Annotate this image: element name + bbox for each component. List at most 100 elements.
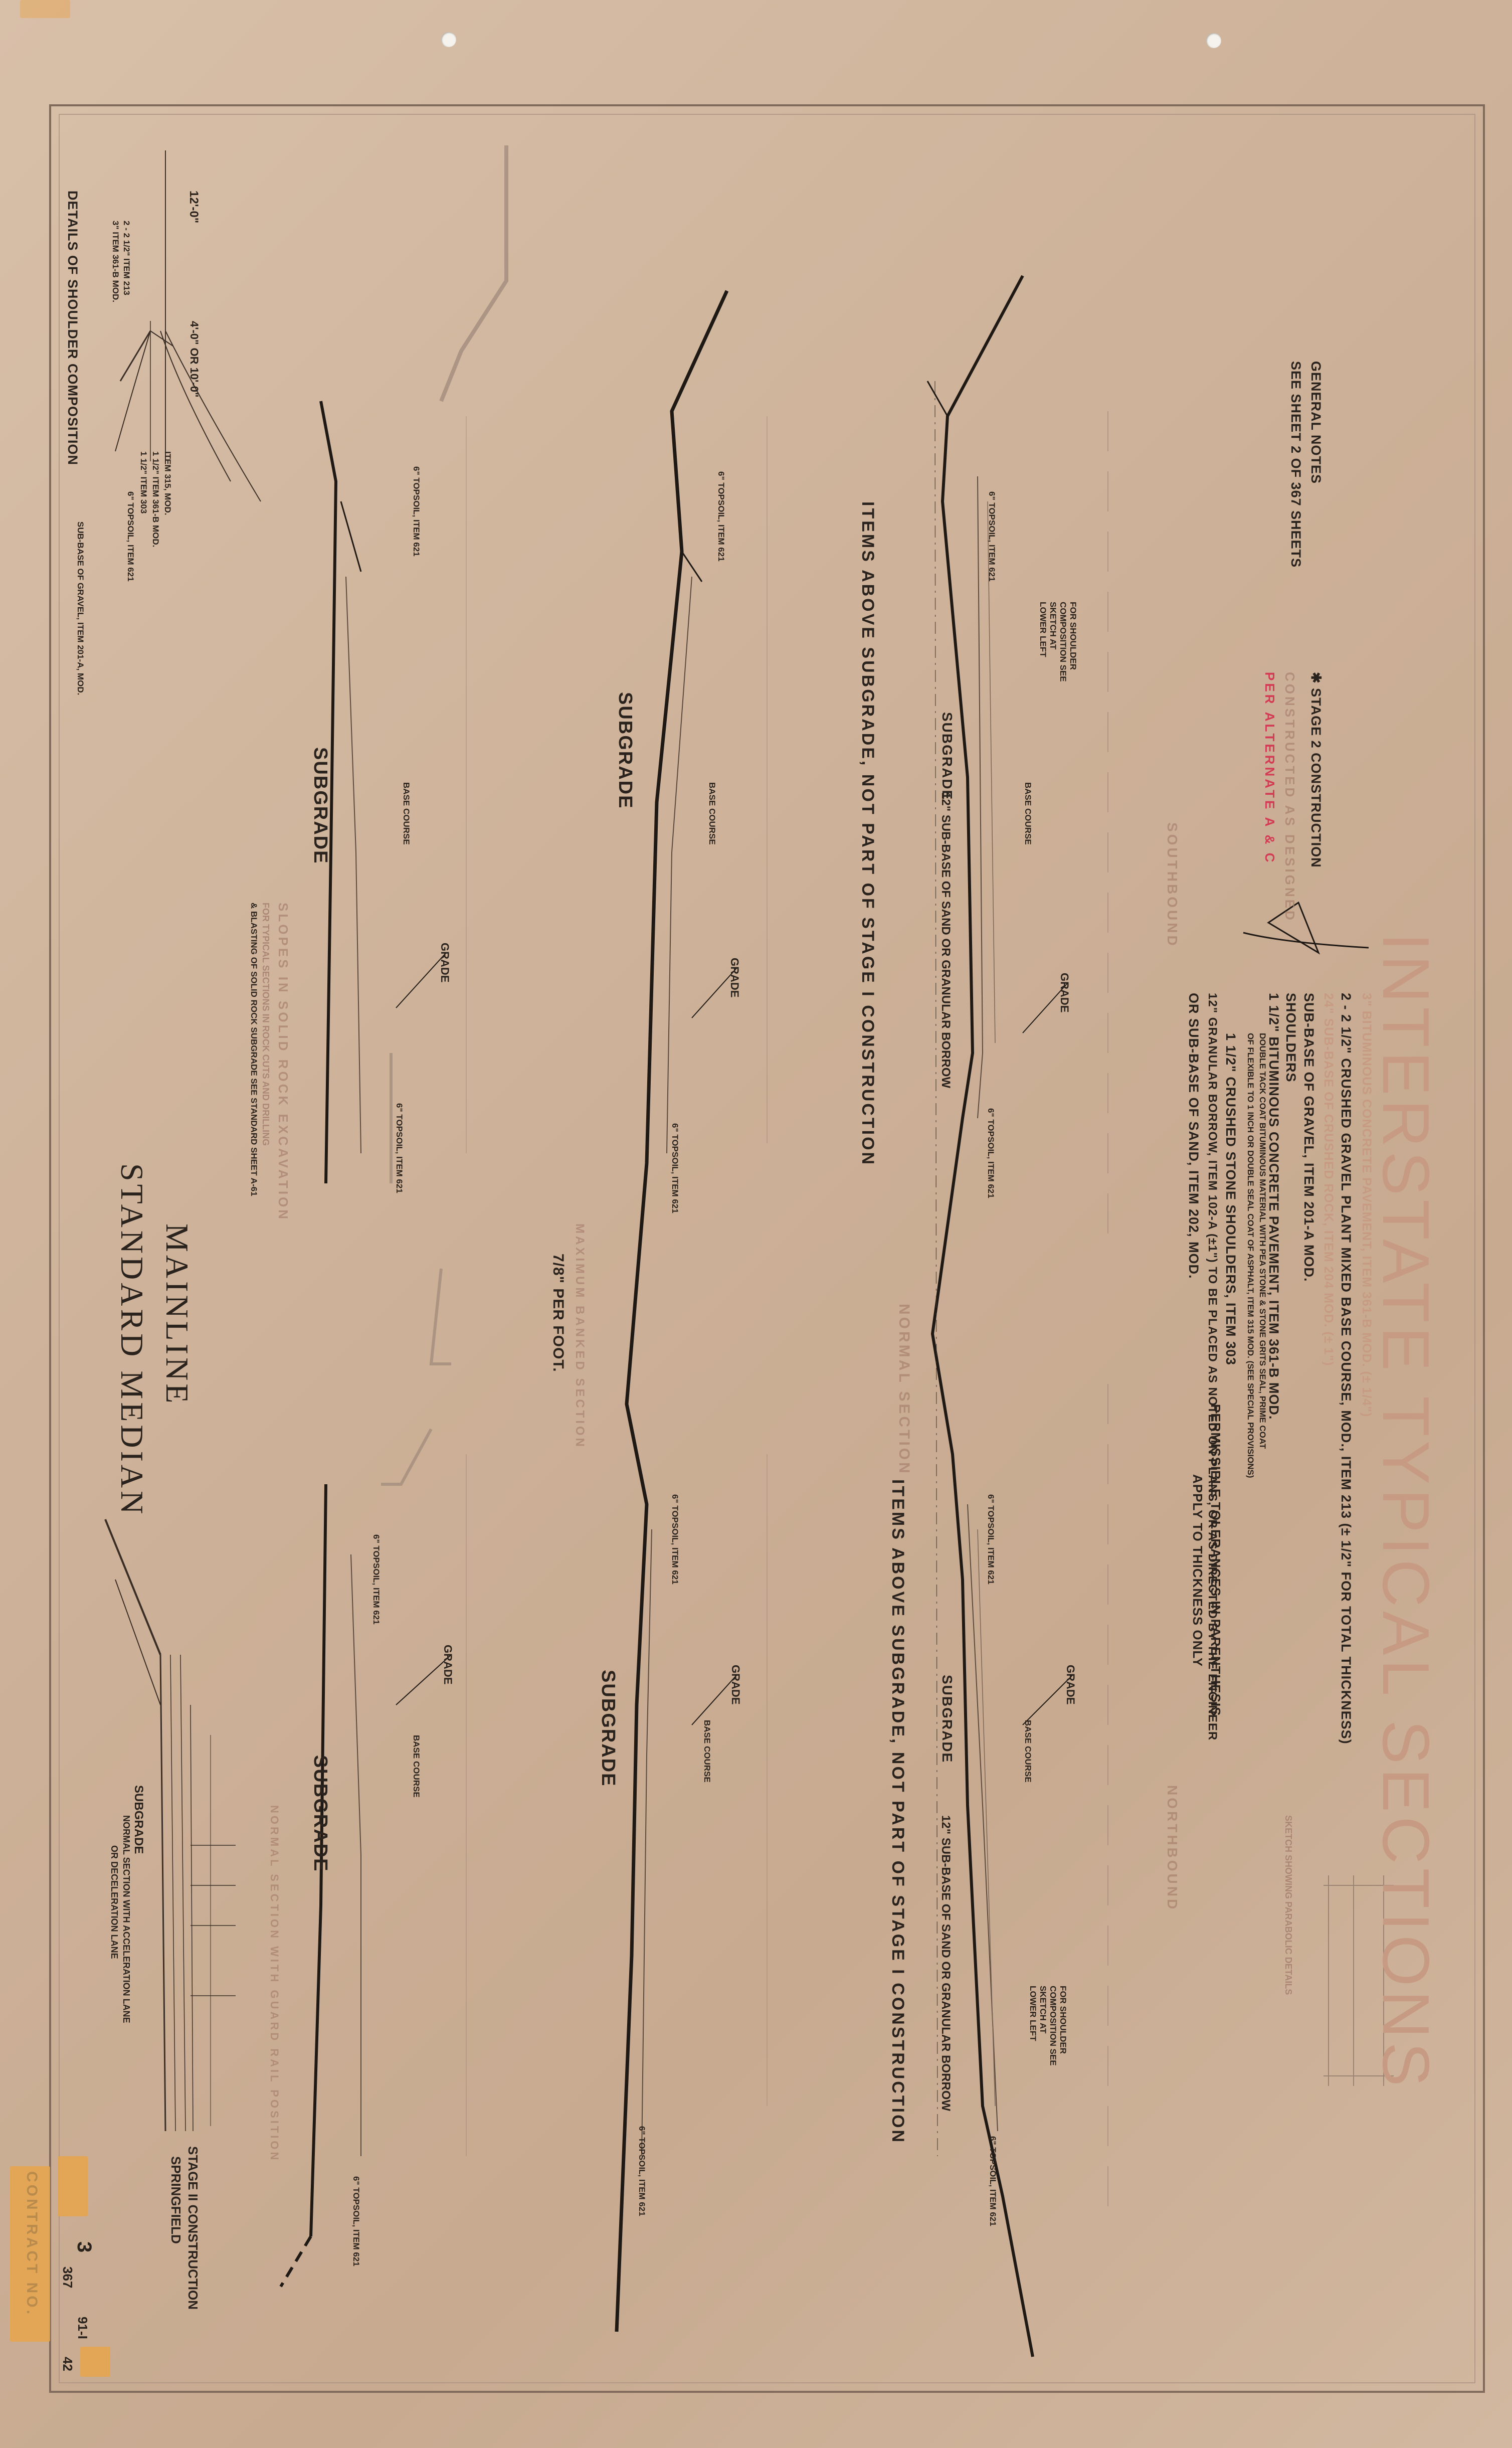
shoulder-detail-sketch bbox=[115, 150, 261, 502]
base-course-label-2: BASE COURSE bbox=[707, 782, 717, 845]
route-number: 91-I bbox=[75, 2317, 90, 2339]
shoulder-item-6: 6" TOPSOIL, ITEM 621 bbox=[126, 491, 135, 582]
tape-mark-top bbox=[20, 0, 70, 18]
base-course-label-4: BASE COURSE bbox=[1023, 1720, 1033, 1783]
grade-label-2: GRADE bbox=[728, 958, 741, 998]
shoulder-dim-1: 12'-0" bbox=[187, 191, 201, 224]
topsoil-label-8: 6" TOPSOIL, ITEM 621 bbox=[637, 2126, 647, 2216]
contract-tape bbox=[10, 2166, 50, 2342]
profile-layer-3a bbox=[345, 576, 361, 1154]
tolerances-note: PERMISSIBLE TOLERANCES IN PARENTHESIS bbox=[1208, 1404, 1223, 1716]
sheet-total: 367 bbox=[60, 2266, 75, 2289]
per-foot-label: 7/8" PER FOOT. bbox=[550, 1254, 566, 1372]
profile-line-1 bbox=[930, 275, 1034, 2357]
alternate-note: PER ALTERNATE A & C bbox=[1262, 672, 1277, 865]
topsoil-label-6: 6" TOPSOIL, ITEM 621 bbox=[670, 1123, 680, 1213]
profile-line-2 bbox=[615, 290, 729, 2332]
grade-leader-4 bbox=[1022, 1674, 1073, 1725]
shoulder-item-1: 2 - 2 1/2" ITEM 213 bbox=[122, 221, 131, 295]
pavement-line-5: SHOULDERS bbox=[1283, 993, 1298, 1083]
profile-layer-2b bbox=[641, 1529, 652, 2157]
subgrade-label-5: SUBGRADE bbox=[598, 1670, 619, 1787]
rock-note-1: FOR TYPICAL SECTIONS IN ROCK CUTS AND DR… bbox=[261, 903, 271, 1146]
items-above-subgrade-south: ITEMS ABOVE SUBGRADE, NOT PART OF STAGE … bbox=[858, 501, 877, 1167]
rock-note-2: & BLASTING OF SOLID ROCK SUBGRADE SEE ST… bbox=[249, 903, 259, 1196]
parabolic-detail-sketch bbox=[1324, 1875, 1394, 2086]
profile-layer-1b bbox=[987, 501, 996, 1043]
topsoil-label-11: 6" TOPSOIL, ITEM 621 bbox=[371, 1534, 381, 1625]
profile-tick-2 bbox=[681, 551, 703, 582]
grade-leader-5 bbox=[691, 1674, 737, 1725]
stage-arrow bbox=[1267, 901, 1320, 955]
pavement-line-4: SUB-BASE OF GRAVEL, ITEM 201-A MOD. bbox=[1301, 993, 1316, 1282]
accel-lane-title-1: NORMAL SECTION WITH ACCELERATION LANE bbox=[121, 1815, 131, 2023]
constructed-note: CONSTRUCTED AS DESIGNED bbox=[1282, 672, 1297, 923]
cross-section-group bbox=[279, 145, 1369, 2357]
topsoil-label-3: 6" TOPSOIL, ITEM 621 bbox=[986, 1494, 996, 1585]
profile-tick-1 bbox=[926, 381, 949, 417]
topsoil-label-10: 6" TOPSOIL, ITEM 621 bbox=[395, 1103, 404, 1193]
accel-lane-title-2: OR DECELERATION LANE bbox=[109, 1845, 119, 1959]
general-notes-heading: GENERAL NOTES bbox=[1308, 361, 1324, 484]
stage-block-label: STAGE II CONSTRUCTION bbox=[185, 2146, 201, 2310]
punch-hole-top-right bbox=[1206, 33, 1221, 48]
grade-label-3: GRADE bbox=[439, 943, 451, 983]
punch-hole-top-left bbox=[441, 32, 456, 47]
profile-layer-2a bbox=[666, 576, 692, 1154]
contract-no-label: CONTRACT NO. bbox=[24, 2171, 40, 2317]
apply-note: APPLY TO THICKNESS ONLY bbox=[1190, 1474, 1205, 1667]
stage2-note: ✱ STAGE 2 CONSTRUCTION bbox=[1308, 672, 1324, 868]
profile-tick-3 bbox=[340, 501, 362, 572]
subgrade-label-2: SUBGRADE bbox=[615, 692, 636, 809]
profile-layer-1d bbox=[977, 1529, 996, 2107]
pavement-line-2: 2 - 2 1/2" CRUSHED GRAVEL PLANT MIXED BA… bbox=[1339, 993, 1354, 1744]
sheet-number: 3 bbox=[73, 2241, 95, 2253]
items-above-subgrade-north: ITEMS ABOVE SUBGRADE, NOT PART OF STAGE … bbox=[888, 1479, 907, 2145]
subgrade-label-4: SUBGRADE bbox=[939, 1675, 955, 1764]
springfield-label: SPRINGFIELD bbox=[168, 2156, 183, 2244]
guard-rail-label: NORMAL SECTION WITH GUARD RAIL POSITION bbox=[268, 1805, 281, 2163]
profile-layer-1a bbox=[977, 476, 984, 1119]
shoulder-item-4: 1 1/2" ITEM 361-B MOD. bbox=[151, 451, 160, 548]
pavement-line-7: DOUBLE TACK COAT BITUMINOUS MATERIAL WIT… bbox=[1258, 1033, 1267, 1449]
southbound-label: SOUTHBOUND bbox=[1165, 822, 1180, 948]
pavement-line-9: 1 1/2" CRUSHED STONE SHOULDERS, ITEM 303 bbox=[1223, 1033, 1238, 1365]
base-course-label-3: BASE COURSE bbox=[402, 782, 411, 845]
ghost-earthwork-2 bbox=[429, 1268, 451, 1365]
shoulder-item-5: 1 1/2" ITEM 303 bbox=[139, 451, 148, 514]
shoulder-dim-2: 4'-0" OR 10'-0" bbox=[188, 321, 201, 398]
maximum-banked-label: MAXIMUM BANKED SECTION bbox=[573, 1223, 587, 1449]
center-line bbox=[934, 381, 938, 2157]
base-course-label-5: BASE COURSE bbox=[702, 1720, 712, 1783]
shoulder-item-7: SUB-BASE OF GRAVEL, ITEM 201-A, MOD. bbox=[76, 521, 85, 695]
sheet-title: INTERSTATE TYPICAL SECTIONS bbox=[1369, 933, 1443, 2090]
notes-bracket bbox=[1243, 932, 1369, 949]
profile-layer-3b bbox=[350, 1554, 361, 2156]
topsoil-label-2: 6" TOPSOIL, ITEM 621 bbox=[986, 1108, 996, 1198]
acceleration-lane-sketch bbox=[104, 1519, 236, 2132]
grade-label-1: GRADE bbox=[1058, 973, 1071, 1013]
slopes-rock-label: SLOPES IN SOLID ROCK EXCAVATION bbox=[276, 903, 291, 1222]
northbound-label: NORTHBOUND bbox=[1165, 1785, 1180, 1912]
ghost-earthwork-3 bbox=[381, 1428, 433, 1486]
topsoil-label-12: 6" TOPSOIL, ITEM 621 bbox=[351, 2176, 361, 2266]
subgrade-label-6: SUBGRADE bbox=[310, 1755, 331, 1872]
shoulder-details-title: DETAILS OF SHOULDER COMPOSITION bbox=[65, 191, 80, 466]
topsoil-label-5: 6" TOPSOIL, ITEM 621 bbox=[716, 471, 726, 562]
shoulder-item-3: ITEM 315, MOD. bbox=[163, 451, 172, 515]
pavement-line-6: 1 1/2" BITUMINOUS CONCRETE PAVEMENT, ITE… bbox=[1266, 993, 1281, 1420]
sheet-number-tape bbox=[58, 2156, 88, 2216]
shoulder-item-2: 3" ITEM 361-B MOD. bbox=[111, 221, 120, 302]
ghost-earthwork-1 bbox=[439, 145, 508, 402]
for-shoulder-note-south: FOR SHOULDER COMPOSITION SEE SKETCH AT L… bbox=[1038, 602, 1078, 682]
pavement-line-1: 3" BITUMINOUS CONCRETE PAVEMENT, ITEM 36… bbox=[1360, 993, 1374, 1418]
base-course-label-1: BASE COURSE bbox=[1023, 782, 1033, 845]
grade-label-6: GRADE bbox=[442, 1645, 454, 1685]
grade-leader-2 bbox=[691, 967, 737, 1018]
profile-line-4 bbox=[309, 1484, 327, 2237]
see-sheet-note: SEE SHEET 2 OF 367 SHEETS bbox=[1288, 361, 1303, 568]
sub-base-sand-north: 12" SUB-BASE OF SAND OR GRANULAR BORROW bbox=[939, 1815, 953, 2112]
topsoil-label-7: 6" TOPSOIL, ITEM 621 bbox=[670, 1494, 680, 1585]
pavement-line-11: OR SUB-BASE OF SAND, ITEM 202, MOD. bbox=[1186, 993, 1201, 1279]
